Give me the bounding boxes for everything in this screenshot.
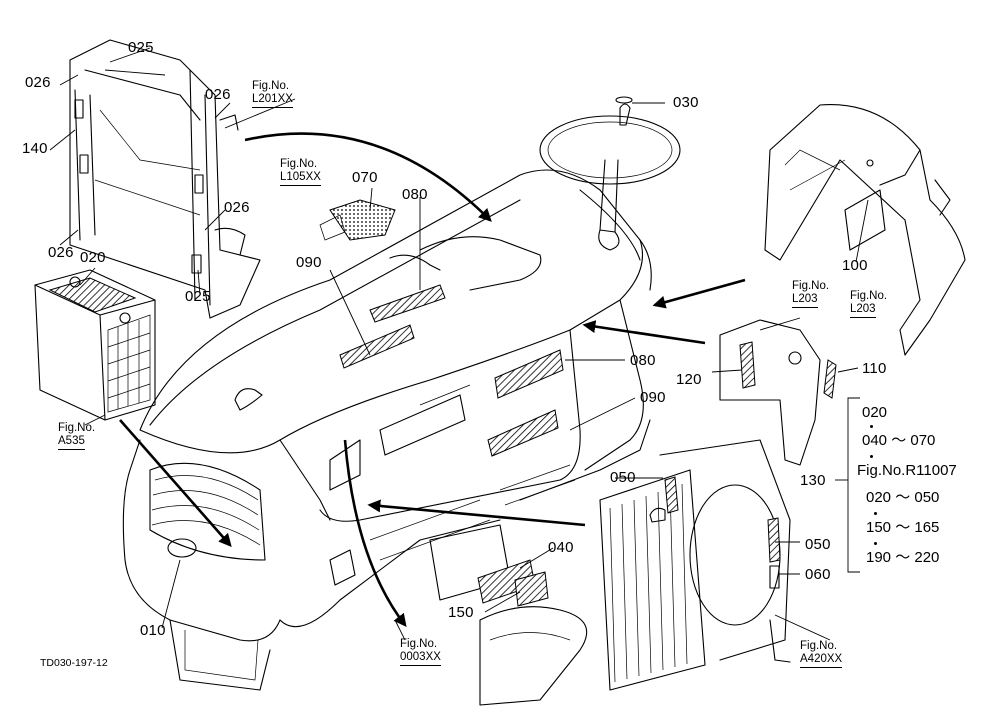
callout-label: 070 bbox=[352, 169, 378, 186]
bracket-note: Fig.No.R11007 bbox=[857, 462, 957, 479]
callout-label: 026 bbox=[25, 74, 51, 91]
bracket-note: 190 ～ 220 bbox=[866, 549, 940, 566]
hood-decals bbox=[319, 199, 564, 457]
callout-label: 025 bbox=[128, 39, 154, 56]
lower-frame bbox=[329, 524, 588, 706]
callout-label: 110 bbox=[862, 360, 887, 377]
separator-dot bbox=[874, 542, 877, 545]
callout-label: 150 bbox=[448, 604, 474, 621]
callout-label: 050 bbox=[805, 536, 831, 553]
callout-label: 026 bbox=[224, 199, 250, 216]
hood-body bbox=[122, 96, 681, 691]
callout-label: 025 bbox=[185, 288, 211, 305]
rear-panel-left bbox=[69, 39, 261, 319]
bracket-note: 020 bbox=[862, 404, 888, 421]
callout-label: 090 bbox=[640, 389, 666, 406]
side-panel bbox=[719, 319, 837, 466]
figure-ref: Fig.No.A535 bbox=[58, 422, 95, 450]
callout-label: 080 bbox=[402, 186, 428, 203]
callout-label: 030 bbox=[673, 94, 699, 111]
bracket-note: 020 ～ 050 bbox=[866, 489, 940, 506]
callout-label: 026 bbox=[205, 86, 231, 103]
drawing-code: TD030-197-12 bbox=[40, 657, 108, 669]
fender-right bbox=[764, 103, 966, 356]
callout-label: 040 bbox=[548, 539, 574, 556]
callout-label: 060 bbox=[805, 566, 831, 583]
figure-ref: Fig.No.L105XX bbox=[280, 158, 321, 186]
figure-ref: Fig.No.A420XX bbox=[800, 640, 843, 668]
separator-dot bbox=[870, 455, 873, 458]
callout-label: 130 bbox=[800, 472, 826, 489]
leader-lines bbox=[49, 47, 869, 641]
figure-ref: Fig.No.L201XX bbox=[252, 80, 293, 108]
bracket-note: 150 ～ 165 bbox=[866, 519, 940, 536]
callout-label: 120 bbox=[676, 371, 702, 388]
figure-ref: Fig.No.L203 bbox=[850, 290, 887, 318]
separator-dot bbox=[874, 512, 877, 515]
figure-ref: Fig.No.0003XX bbox=[400, 638, 441, 666]
callout-label: 140 bbox=[22, 140, 48, 157]
assembly-arrows bbox=[119, 132, 746, 628]
callout-label: 026 bbox=[48, 244, 74, 261]
callout-label: 020 bbox=[80, 249, 106, 266]
callout-label: 080 bbox=[630, 352, 656, 369]
figure-ref: Fig.No.L203 bbox=[792, 280, 829, 308]
bracket-note: 040 ～ 070 bbox=[862, 432, 936, 449]
callout-label: 090 bbox=[296, 254, 322, 271]
radiator bbox=[599, 439, 791, 691]
callout-label: 050 bbox=[610, 469, 636, 486]
callout-label: 010 bbox=[140, 622, 166, 639]
separator-dot bbox=[870, 425, 873, 428]
battery bbox=[34, 269, 156, 421]
callout-label: 100 bbox=[842, 257, 868, 274]
